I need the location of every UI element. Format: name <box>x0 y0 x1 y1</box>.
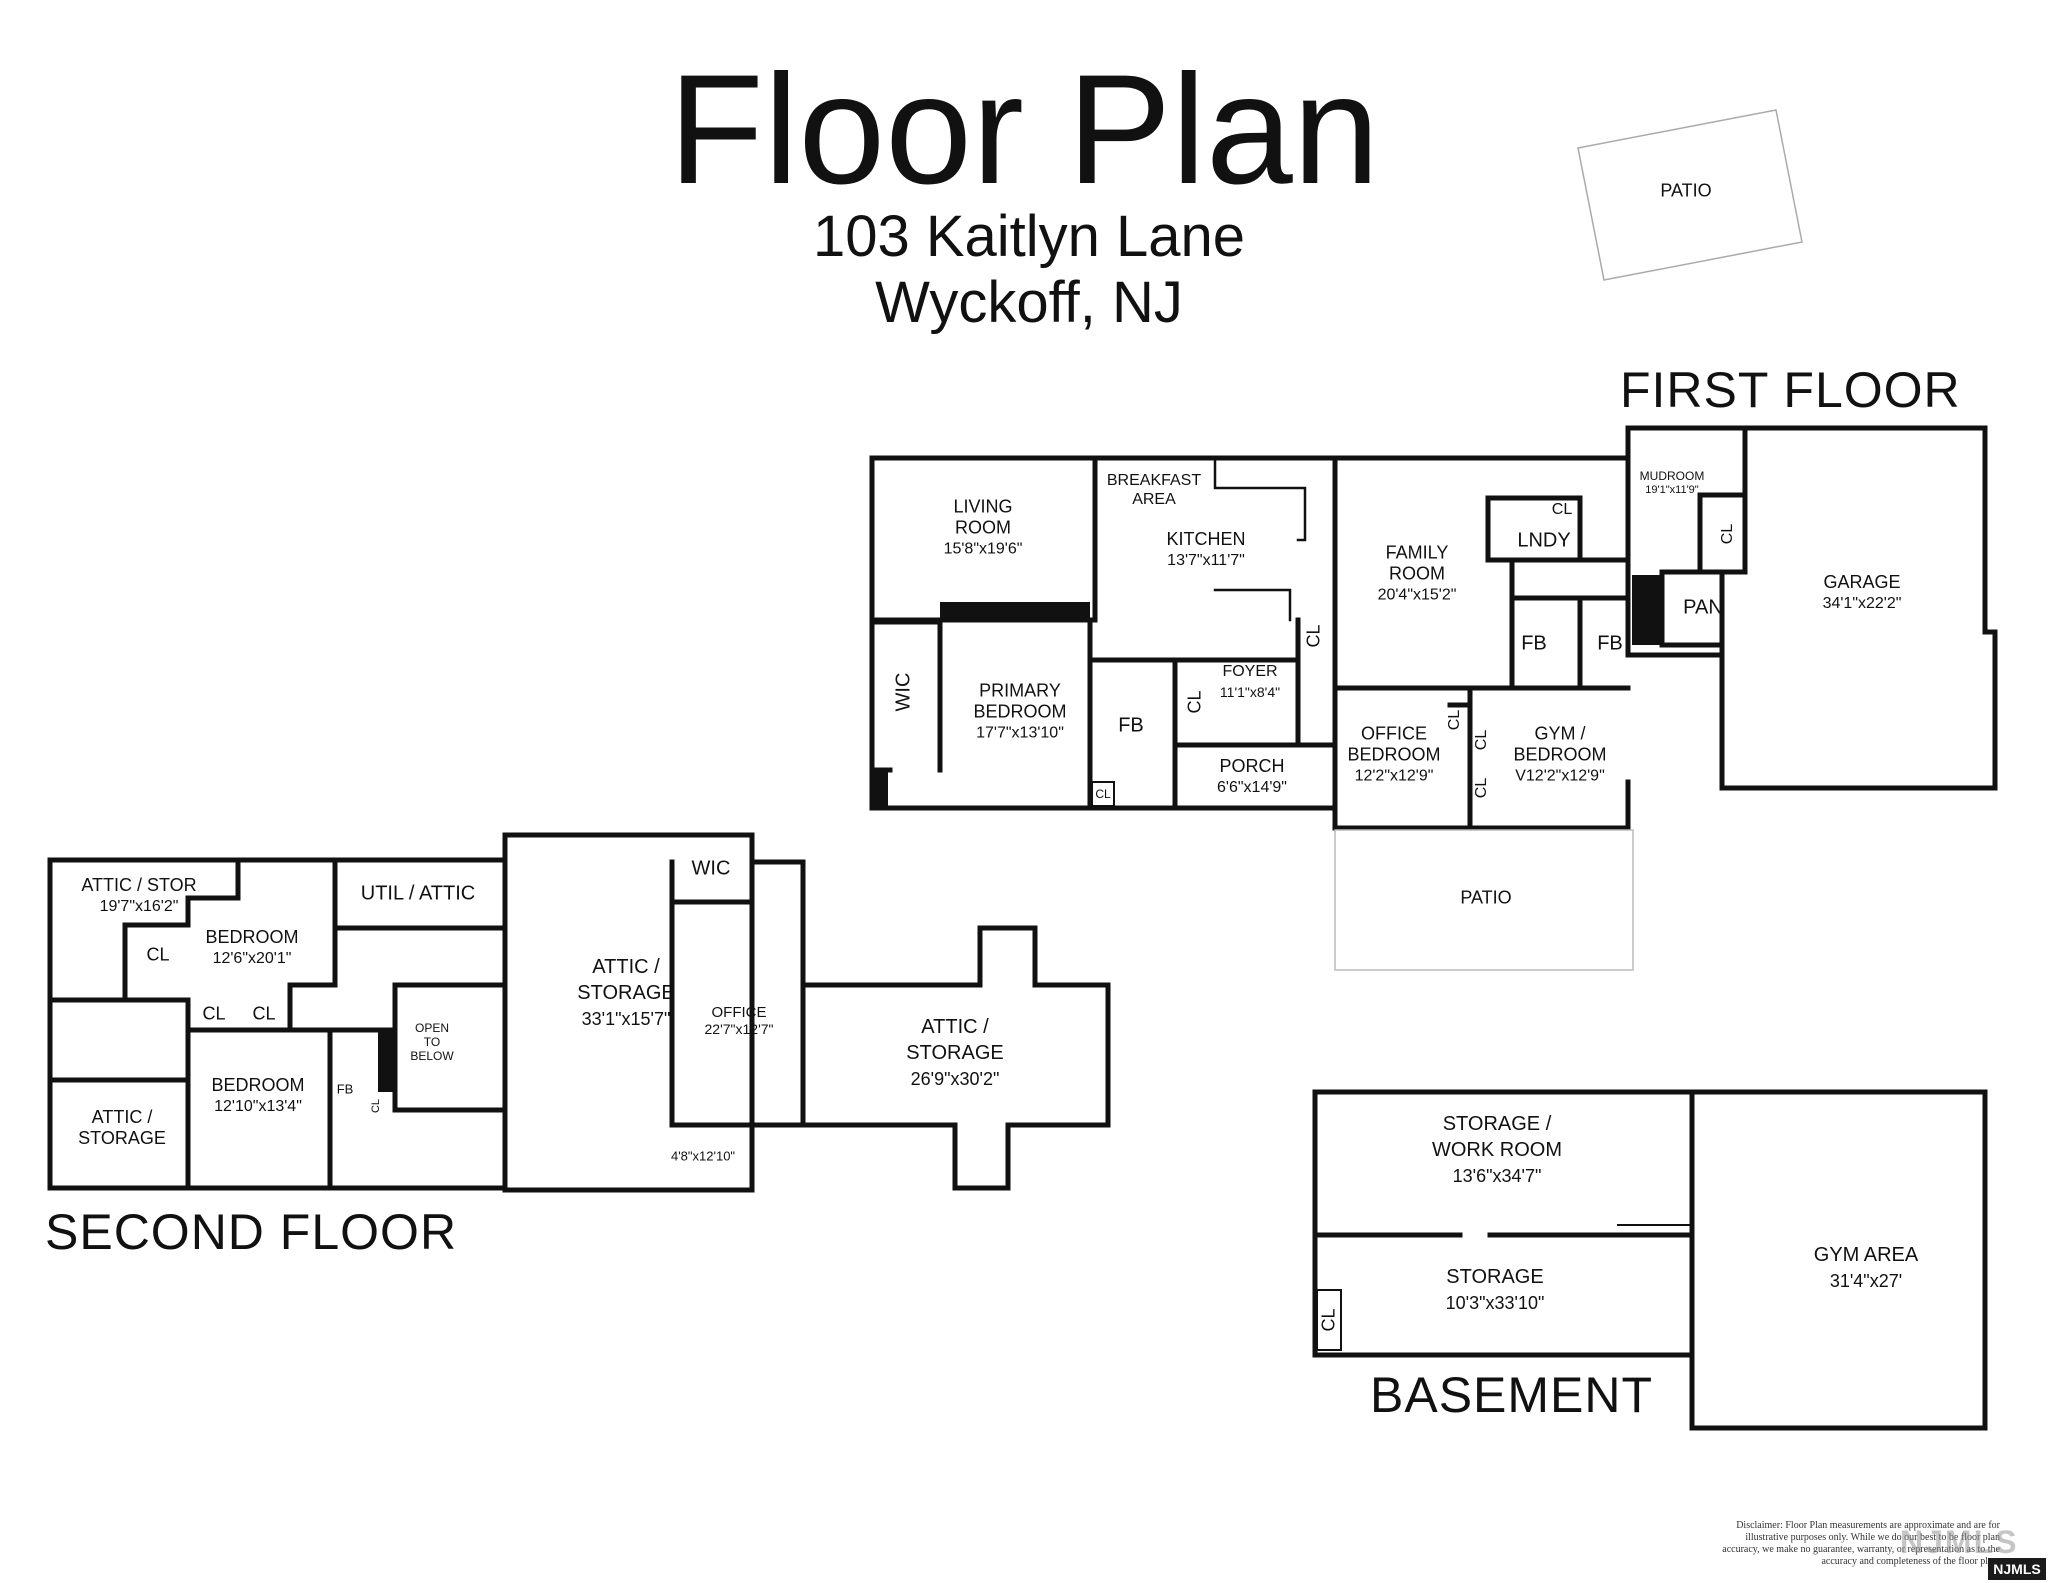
room-gym-bedroom: GYM / BEDROOM V12'2"x12'9" <box>1513 723 1607 785</box>
label-cl-basement: CL <box>1318 1308 1339 1332</box>
label-util-attic: UTIL / ATTIC <box>360 882 476 905</box>
room-foyer: FOYER 11'1"x8'4" <box>1219 663 1281 700</box>
room-attic-storage-right: ATTIC / STORAGE 26'9"x30'2" <box>906 1016 1004 1089</box>
room-office-bedroom: OFFICE BEDROOM 12'2"x12'9" <box>1347 723 1441 785</box>
room-open-to-below: OPEN TO BELOW <box>410 1021 454 1063</box>
rear-patio-outline <box>1334 829 1634 971</box>
basement-walls <box>1312 1089 1988 1431</box>
room-garage: GARAGE 34'1"x22'2" <box>1822 572 1902 612</box>
njmls-badge: NJMLS <box>1988 1558 2046 1580</box>
room-family: FAMILY ROOM 20'4"x15'2" <box>1377 542 1457 604</box>
second-floor-label: SECOND FLOOR <box>45 1204 458 1260</box>
room-breakfast: BREAKFAST AREA <box>1106 472 1202 508</box>
room-storage: STORAGE 10'3"x33'10" <box>1445 1266 1545 1313</box>
label-pantry: PAN <box>1683 596 1723 619</box>
second-floor-walls <box>47 832 1111 1193</box>
room-primary-bedroom: PRIMARY BEDROOM 17'7"x13'10" <box>973 680 1067 742</box>
room-attic-storage-main: ATTIC / STORAGE 33'1"x15'7" <box>577 956 675 1029</box>
label-cl-bedroom-b: CL <box>252 1003 276 1024</box>
label-cl-gym-a: CL <box>1473 729 1490 751</box>
watermark: NJMLS <box>1900 1524 2019 1560</box>
city-line: Wyckoff, NJ <box>875 270 1183 335</box>
label-cl-lndy: CL <box>1551 501 1573 518</box>
room-office-second: OFFICE 22'7"x12'7" <box>704 1004 774 1037</box>
first-floor-walls <box>869 425 1998 831</box>
room-rear-patio: PATIO <box>1460 887 1512 908</box>
label-fb-right: FB <box>1597 632 1623 655</box>
room-attic-stor: ATTIC / STOR 19'7"x16'2" <box>81 875 197 915</box>
label-cl-fb: CL <box>1184 690 1205 714</box>
label-cl-gym-b: CL <box>1473 777 1490 799</box>
label-cl-attic: CL <box>146 944 170 965</box>
label-closet-dim: 4'8"x12'10" <box>670 1148 736 1164</box>
room-living: LIVING ROOM 15'8"x19'6" <box>943 496 1023 558</box>
page-title: Floor Plan <box>668 43 1380 217</box>
top-patio-outline <box>1577 109 1803 281</box>
disclaimer: Disclaimer: Floor Plan measurements are … <box>1722 1520 2000 1567</box>
label-cl-office: CL <box>1446 709 1463 731</box>
room-attic-storage-small: ATTIC / STORAGE <box>78 1107 166 1148</box>
room-mudroom: MUDROOM 19'1"x11'9" <box>1639 469 1705 496</box>
first-floor-label: FIRST FLOOR <box>1620 362 1961 418</box>
label-fb-second: FB <box>336 1081 354 1097</box>
label-fb-left: FB <box>1521 632 1547 655</box>
label-cl-foyer: CL <box>1303 624 1324 648</box>
room-top-patio: PATIO <box>1660 180 1712 201</box>
basement-label: BASEMENT <box>1370 1367 1654 1423</box>
room-storage-work: STORAGE / WORK ROOM 13'6"x34'7" <box>1432 1113 1562 1186</box>
label-cl-mudroom: CL <box>1719 523 1736 545</box>
room-gym-area: GYM AREA 31'4"x27' <box>1813 1244 1919 1291</box>
label-cl-primary-bath: CL <box>1095 787 1111 801</box>
label-lndy: LNDY <box>1517 529 1571 552</box>
room-kitchen: KITCHEN 13'7"x11'7" <box>1166 529 1246 569</box>
label-wic-first: WIC <box>892 672 915 712</box>
room-bedroom-b: BEDROOM 12'10"x13'4" <box>211 1075 305 1115</box>
address-line: 103 Kaitlyn Lane <box>812 204 1246 269</box>
label-cl-second-bath: CL <box>370 1098 382 1114</box>
label-fb-primary: FB <box>1118 714 1144 737</box>
room-bedroom-a: BEDROOM 12'6"x20'1" <box>205 927 299 967</box>
label-wic-second: WIC <box>691 857 731 880</box>
room-porch: PORCH 6'6"x14'9" <box>1217 756 1287 796</box>
label-cl-bedroom-a: CL <box>202 1003 226 1024</box>
